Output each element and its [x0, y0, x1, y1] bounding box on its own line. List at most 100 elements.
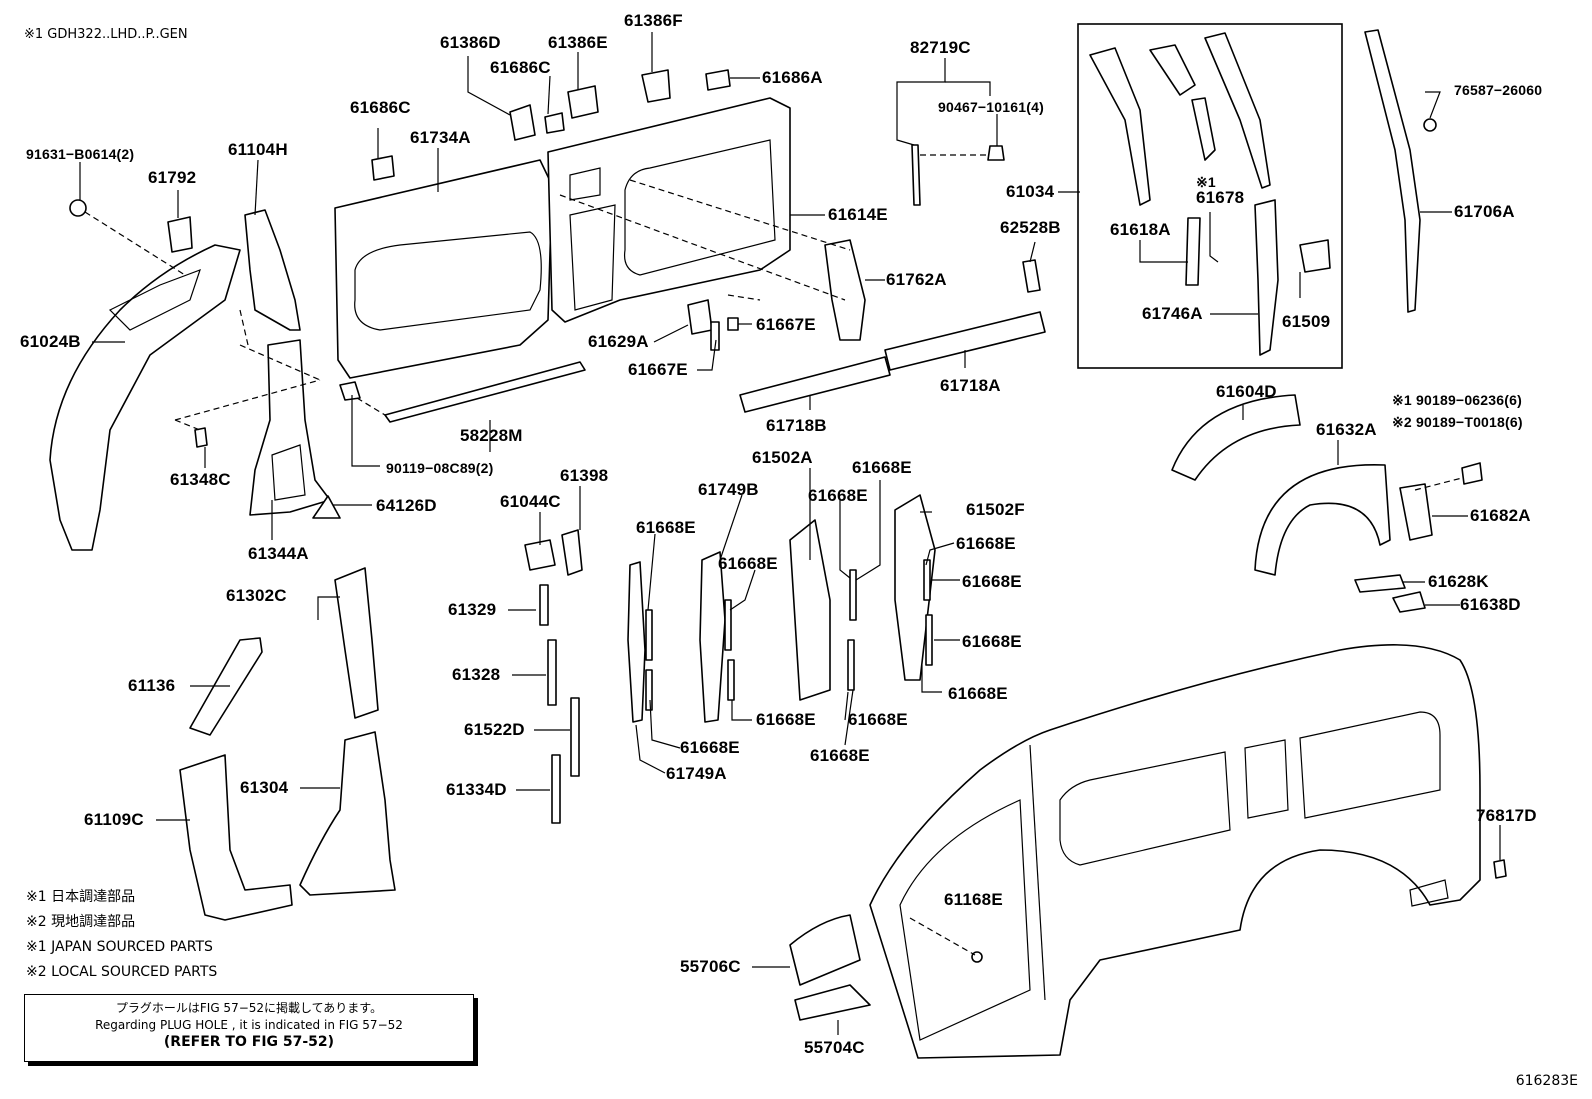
label-61706A: 61706A: [1454, 202, 1515, 221]
label-61668E: 61668E: [956, 534, 1016, 553]
pad-61334D[interactable]: [551, 754, 561, 824]
pillar-61762A[interactable]: [824, 239, 866, 341]
bracket-61638D[interactable]: [1392, 591, 1426, 613]
cover-55706C[interactable]: [789, 914, 861, 986]
header-note: ※1 GDH322..LHD..P..GEN: [24, 27, 188, 42]
pillar-61502F[interactable]: [894, 494, 936, 681]
wheelhouse-61604D[interactable]: [1171, 394, 1301, 481]
label-61632A: 61632A: [1316, 420, 1377, 439]
label-55706C: 55706C: [680, 957, 741, 976]
member-61718A[interactable]: [884, 311, 1046, 371]
bracket-61686C-top[interactable]: [544, 112, 565, 134]
label-61168E: 61168E: [944, 890, 1003, 909]
bracket-61686A[interactable]: [705, 69, 731, 91]
label-61668E: 61668E: [962, 572, 1022, 591]
label-61746A: 61746A: [1142, 304, 1203, 323]
body-side[interactable]: [869, 644, 1481, 1059]
bracket-61792[interactable]: [167, 216, 193, 253]
pillar-61024B[interactable]: [49, 244, 241, 551]
pillar-61302C[interactable]: [334, 567, 379, 719]
pillar-61746A[interactable]: [1254, 199, 1279, 356]
bracket-61618A[interactable]: [1185, 217, 1201, 286]
label-61668E: 61668E: [756, 710, 816, 729]
bracket-61678[interactable]: [1191, 97, 1216, 161]
bracket-61682A[interactable]: [1399, 483, 1433, 541]
wheelhouse-61632A[interactable]: [1254, 464, 1391, 576]
label-61678-mark: ※1: [1196, 174, 1216, 190]
label-61024B: 61024B: [20, 332, 81, 351]
pillar-61749B[interactable]: [699, 551, 726, 723]
label-61792: 61792: [148, 168, 197, 187]
bracket-61386D[interactable]: [509, 104, 536, 141]
label-61638D: 61638D: [1460, 595, 1521, 614]
pillar-61109C[interactable]: [179, 754, 293, 921]
legend-line: ※2 LOCAL SOURCED PARTS: [26, 964, 218, 980]
label-61668E: 61668E: [848, 710, 908, 729]
bracket-61686C[interactable]: [371, 155, 395, 181]
clip-91631[interactable]: [69, 199, 87, 217]
cover-55704C[interactable]: [794, 984, 871, 1021]
label-61668E: 61668E: [680, 738, 740, 757]
dashed-guides: [84, 154, 1463, 956]
label-61686A: 61686A: [762, 68, 823, 87]
label-61502F: 61502F: [966, 500, 1025, 519]
label-61618A: 61618A: [1110, 220, 1171, 239]
legend-line: ※1 日本調達部品: [26, 889, 136, 905]
pad-61328[interactable]: [547, 639, 557, 706]
notice-reference[interactable]: (REFER TO FIG 57-52): [163, 1034, 335, 1050]
panel-61734A[interactable]: [334, 159, 553, 379]
bracket-61386F[interactable]: [641, 69, 671, 103]
pillar-61344A[interactable]: [249, 339, 331, 516]
clip-90467[interactable]: [987, 145, 1005, 161]
bracket-61509[interactable]: [1299, 239, 1331, 273]
pad-61329[interactable]: [539, 584, 549, 626]
harness-82719C[interactable]: [911, 144, 921, 206]
rail-58228M[interactable]: [384, 361, 586, 423]
label-58228M: 58228M: [460, 426, 523, 445]
pillar-61749A[interactable]: [627, 561, 646, 723]
clip-90119[interactable]: [339, 381, 361, 401]
pad-61667E-a[interactable]: [727, 317, 739, 331]
label-61329: 61329: [448, 600, 497, 619]
clip-76587[interactable]: [1423, 118, 1437, 132]
label-61044C: 61044C: [500, 492, 561, 511]
label-61668E: 61668E: [636, 518, 696, 537]
bracket-61386E[interactable]: [567, 85, 599, 119]
clip-90189[interactable]: [1461, 462, 1483, 485]
bracket-61044C[interactable]: [524, 539, 556, 571]
label-76817D: 76817D: [1476, 806, 1537, 825]
label-61302C: 61302C: [226, 586, 287, 605]
panel-61614E[interactable]: [547, 97, 791, 323]
label-61386D: 61386D: [440, 33, 501, 52]
gusset-64126D[interactable]: [312, 495, 341, 519]
label-61398: 61398: [560, 466, 609, 485]
label-62528B: 62528B: [1000, 218, 1061, 237]
clip-76817D[interactable]: [1493, 859, 1507, 879]
label-61668E: 61668E: [808, 486, 868, 505]
label-61682A: 61682A: [1470, 506, 1531, 525]
member-61718B[interactable]: [739, 356, 891, 413]
pillar-61706A[interactable]: [1364, 29, 1421, 313]
label-61762A: 61762A: [886, 270, 947, 289]
bracket-61398[interactable]: [561, 529, 583, 576]
label-61667E: 61667E: [756, 315, 816, 334]
legend-line: ※2 現地調達部品: [26, 914, 136, 930]
bracket-61628K[interactable]: [1354, 574, 1406, 593]
pillar-61104H[interactable]: [244, 209, 301, 331]
label-61104H: 61104H: [228, 140, 288, 159]
label-61334D: 61334D: [446, 780, 507, 799]
label-90189-2: ※2 90189−T0018(6): [1392, 414, 1523, 430]
bracket-61348C[interactable]: [194, 427, 208, 448]
bracket-61629A[interactable]: [687, 299, 713, 335]
label-90119: 90119−08C89(2): [386, 460, 494, 476]
pad-61522D[interactable]: [570, 697, 580, 777]
label-61629A: 61629A: [588, 332, 649, 351]
pillar-61502A[interactable]: [789, 519, 831, 701]
label-90467: 90467−10161(4): [938, 99, 1044, 115]
pillar-61304[interactable]: [299, 731, 396, 896]
label-61678: 61678: [1196, 188, 1245, 207]
label-61734A: 61734A: [410, 128, 471, 147]
bracket-62528B[interactable]: [1022, 259, 1041, 293]
pillar-61034[interactable]: [1089, 47, 1151, 206]
notice-japanese: プラグホールはFIG 57−52に掲載してあります。: [115, 1001, 383, 1015]
